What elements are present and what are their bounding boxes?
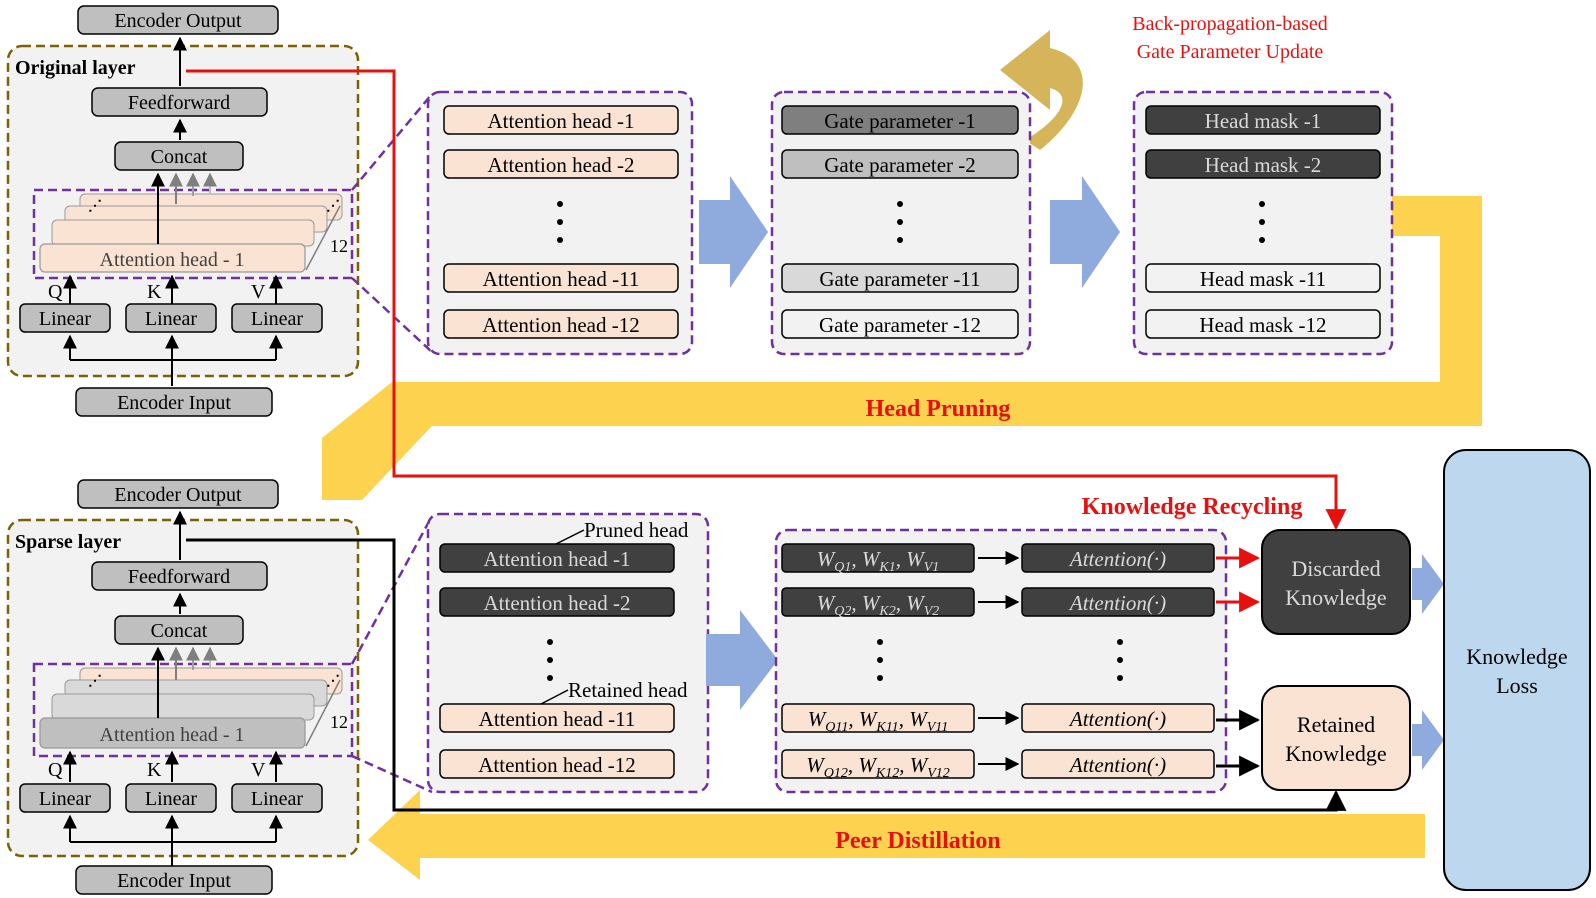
v-label: V: [251, 281, 266, 303]
svg-text:Gate parameter -1: Gate parameter -1: [824, 109, 976, 133]
svg-text:Attention head -11: Attention head -11: [479, 707, 636, 731]
weights-row-3: WQ11, WK11, WV11: [808, 707, 948, 735]
k-label: K: [147, 281, 162, 303]
v-label: V: [251, 759, 266, 781]
linear-q: Linear: [39, 308, 92, 330]
pruned-head-label: Pruned head: [584, 518, 689, 542]
bottom-heads-panel: Attention head -1 Attention head -2 Atte…: [426, 512, 710, 794]
head-pruning-label: Head Pruning: [866, 396, 1011, 422]
layer-title: Original layer: [15, 57, 136, 79]
svg-text:Head mask -2: Head mask -2: [1205, 153, 1322, 177]
svg-text:Loss: Loss: [1496, 673, 1538, 698]
svg-text:⋰: ⋰: [326, 199, 340, 214]
retained-head-label: Retained head: [568, 678, 688, 702]
svg-text:⋰: ⋰: [326, 674, 340, 689]
svg-text:Attention(·): Attention(·): [1068, 753, 1166, 777]
head-count: 12: [330, 712, 348, 732]
svg-text:Attention head -12: Attention head -12: [478, 753, 635, 777]
knowledge-loss: Knowledge Loss: [1443, 449, 1591, 891]
blue-arrow-retained: [1412, 710, 1444, 770]
q-label: Q: [48, 281, 63, 303]
svg-text:⋰: ⋰: [88, 674, 102, 689]
svg-text:Head mask -11: Head mask -11: [1200, 267, 1326, 291]
concat-label: Concat: [151, 146, 208, 168]
linear-v: Linear: [251, 308, 304, 330]
svg-text:Knowledge: Knowledge: [1285, 741, 1386, 766]
blue-arrow-1: [699, 176, 768, 288]
svg-text:Gate parameter -12: Gate parameter -12: [819, 313, 981, 337]
svg-text:Attention(·): Attention(·): [1068, 547, 1166, 571]
svg-text:Gate parameter -11: Gate parameter -11: [819, 267, 980, 291]
blue-arrow-discarded: [1412, 554, 1444, 614]
knowledge-recycling-line: [186, 69, 1347, 531]
weights-row-1: WQ1, WK1, WV1: [817, 547, 940, 575]
svg-text:Knowledge: Knowledge: [1285, 585, 1386, 610]
encoder-input-label: Encoder Input: [117, 870, 231, 892]
svg-text:Knowledge: Knowledge: [1466, 644, 1567, 669]
blue-arrow-2: [1050, 176, 1120, 288]
weights-row-4: WQ12, WK12, WV12: [806, 753, 950, 781]
gate-update-line2: Gate Parameter Update: [1137, 41, 1324, 63]
feedforward-label: Feedforward: [128, 566, 230, 588]
gate-update-line1: Back-propagation-based: [1132, 13, 1327, 35]
masks-panel: Head mask -1 Head mask -2 Head mask -11 …: [1132, 90, 1394, 356]
peer-distillation-line: [186, 538, 1347, 812]
head-pruning-arrow: [322, 196, 1482, 500]
encoder-top: Original layer Encoder Output Feedforwar…: [6, 5, 360, 417]
svg-text:⋰: ⋰: [88, 199, 102, 214]
concat-label: Concat: [151, 620, 208, 642]
svg-text:Discarded: Discarded: [1291, 556, 1380, 581]
attention-head-front: Attention head - 1: [100, 249, 245, 271]
retained-knowledge: Retained Knowledge: [1261, 685, 1411, 791]
peer-distillation-label: Peer Distillation: [835, 828, 1001, 854]
svg-text:Attention head -11: Attention head -11: [483, 267, 640, 291]
knowledge-recycling-label: Knowledge Recycling: [1082, 494, 1303, 520]
svg-text:Attention(·): Attention(·): [1068, 591, 1166, 615]
top-heads-panel: Attention head -1 Attention head -2 Atte…: [426, 90, 694, 356]
svg-text:Head mask -1: Head mask -1: [1205, 109, 1322, 133]
linear-v: Linear: [251, 788, 304, 810]
q-label: Q: [48, 759, 63, 781]
feedforward-label: Feedforward: [128, 92, 230, 114]
k-label: K: [147, 759, 162, 781]
gate-update-arrow: [1000, 30, 1083, 150]
svg-text:Head mask -12: Head mask -12: [1199, 313, 1326, 337]
linear-q: Linear: [39, 788, 92, 810]
gates-panel: Gate parameter -1 Gate parameter -2 Gate…: [770, 90, 1032, 356]
encoder-output-label: Encoder Output: [114, 484, 242, 506]
discarded-knowledge: Discarded Knowledge: [1261, 529, 1411, 635]
attention-head-front: Attention head - 1: [100, 724, 245, 746]
svg-text:Attention head -2: Attention head -2: [484, 591, 631, 615]
svg-text:Attention head -1: Attention head -1: [488, 109, 635, 133]
svg-text:Retained: Retained: [1297, 712, 1375, 737]
head-count: 12: [330, 236, 348, 256]
linear-k: Linear: [145, 308, 198, 330]
encoder-input-label: Encoder Input: [117, 392, 231, 414]
peer-distillation-arrow: [368, 790, 1425, 880]
layer-title: Sparse layer: [15, 531, 121, 553]
linear-k: Linear: [145, 788, 198, 810]
svg-text:Gate parameter -2: Gate parameter -2: [824, 153, 976, 177]
svg-text:Attention(·): Attention(·): [1068, 707, 1166, 731]
svg-text:Attention head -1: Attention head -1: [484, 547, 631, 571]
weights-row-2: WQ2, WK2, WV2: [817, 591, 940, 619]
blue-arrow-3: [706, 610, 778, 710]
weights-panel: WQ1, WK1, WV1 Attention(·) WQ2, WK2, WV2…: [774, 528, 1228, 794]
encoder-bottom: Sparse layer Encoder Output Feedforward …: [6, 479, 360, 895]
svg-text:Attention head -12: Attention head -12: [482, 313, 639, 337]
svg-text:Attention head -2: Attention head -2: [488, 153, 635, 177]
encoder-output-label: Encoder Output: [114, 10, 242, 32]
